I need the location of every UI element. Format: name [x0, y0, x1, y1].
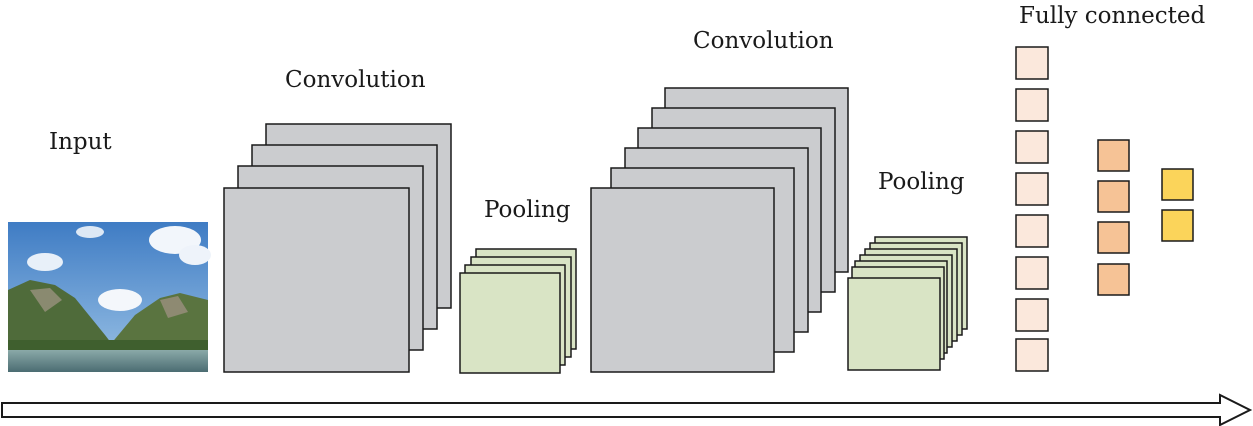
right-arrow-icon — [1, 393, 1253, 426]
feature-map — [590, 187, 775, 373]
pooling-label-1: Pooling — [484, 197, 571, 223]
convolution-label-1: Convolution — [285, 67, 426, 93]
neuron — [1015, 298, 1049, 332]
cloud — [98, 289, 142, 311]
neuron — [1015, 214, 1049, 248]
neuron — [1015, 338, 1049, 372]
neuron — [1015, 130, 1049, 164]
water — [8, 350, 208, 372]
fc2-column — [1097, 139, 1130, 296]
neuron — [1015, 46, 1049, 80]
input-image — [8, 222, 211, 372]
neuron — [1015, 88, 1049, 122]
mountain-left — [8, 280, 115, 348]
neuron — [1161, 168, 1194, 201]
neuron — [1015, 172, 1049, 206]
conv2-stack — [590, 87, 849, 373]
pooled-map — [459, 272, 561, 374]
pool1-stack — [459, 248, 577, 374]
cloud — [179, 245, 211, 265]
mountain-rock — [160, 296, 188, 318]
neuron — [1161, 209, 1194, 242]
feature-map — [223, 187, 410, 373]
pool2-stack — [847, 236, 968, 371]
treeline — [8, 340, 208, 350]
mountain-rock — [30, 288, 62, 312]
fc3-column — [1161, 168, 1194, 242]
neuron — [1015, 256, 1049, 290]
pooling-label-2: Pooling — [878, 169, 965, 195]
pooled-map — [847, 277, 941, 371]
neuron — [1097, 221, 1130, 254]
input-label: Input — [49, 129, 112, 155]
neuron — [1097, 263, 1130, 296]
conv1-stack — [223, 123, 452, 373]
cloud — [76, 226, 104, 238]
fc1-column — [1015, 46, 1049, 372]
neuron — [1097, 139, 1130, 172]
cloud — [27, 253, 63, 271]
neuron — [1097, 180, 1130, 213]
convolution-label-2: Convolution — [693, 28, 834, 54]
fully-connected-label: Fully connected — [1019, 3, 1206, 29]
